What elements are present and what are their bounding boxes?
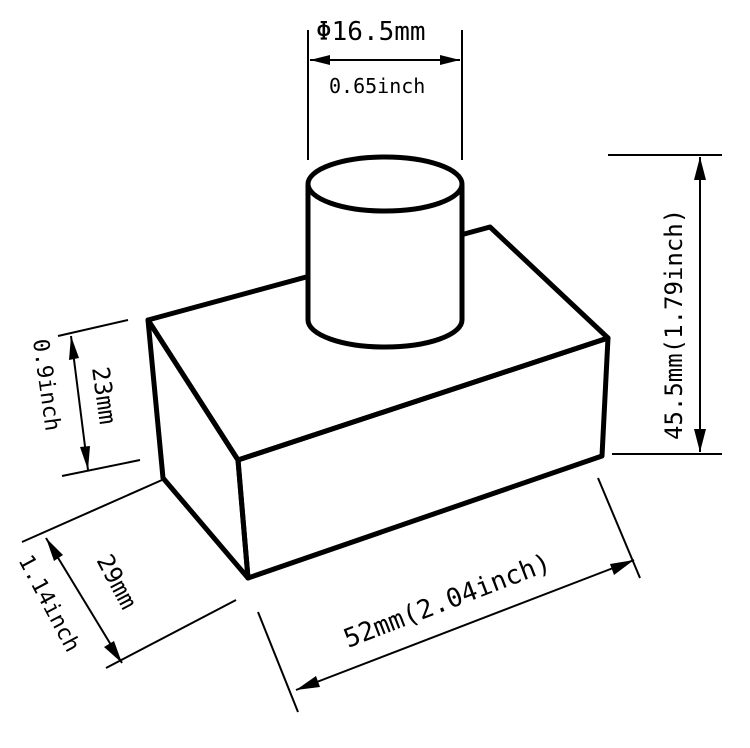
box-height-inch-label: 0.9inch (27, 337, 65, 432)
total-height-label: 45.5mm(1.79inch) (660, 209, 688, 440)
depth-mm-label: 29mm (91, 550, 143, 614)
box-height-dimension: 23mm 0.9inch (27, 319, 141, 477)
total-height-dimension: 45.5mm(1.79inch) (608, 154, 722, 455)
block-left-face (145, 317, 251, 581)
cylinder-body (305, 185, 465, 350)
block-front-face (235, 335, 611, 581)
cylinder (305, 154, 465, 350)
diameter-dimension: Φ16.5mm 0.65inch (307, 17, 463, 160)
depth-inch-label: 1.14inch (13, 551, 85, 656)
width-dimension: 52mm(2.04inch) (257, 477, 641, 713)
diameter-inch-label: 0.65inch (329, 74, 425, 98)
diameter-mm-label: Φ16.5mm (316, 17, 426, 47)
width-label: 52mm(2.04inch) (340, 548, 555, 655)
depth-dimension: 29mm 1.14inch (13, 479, 237, 669)
box-height-mm-label: 23mm (86, 365, 122, 426)
cylinder-top-ellipse (305, 154, 465, 214)
